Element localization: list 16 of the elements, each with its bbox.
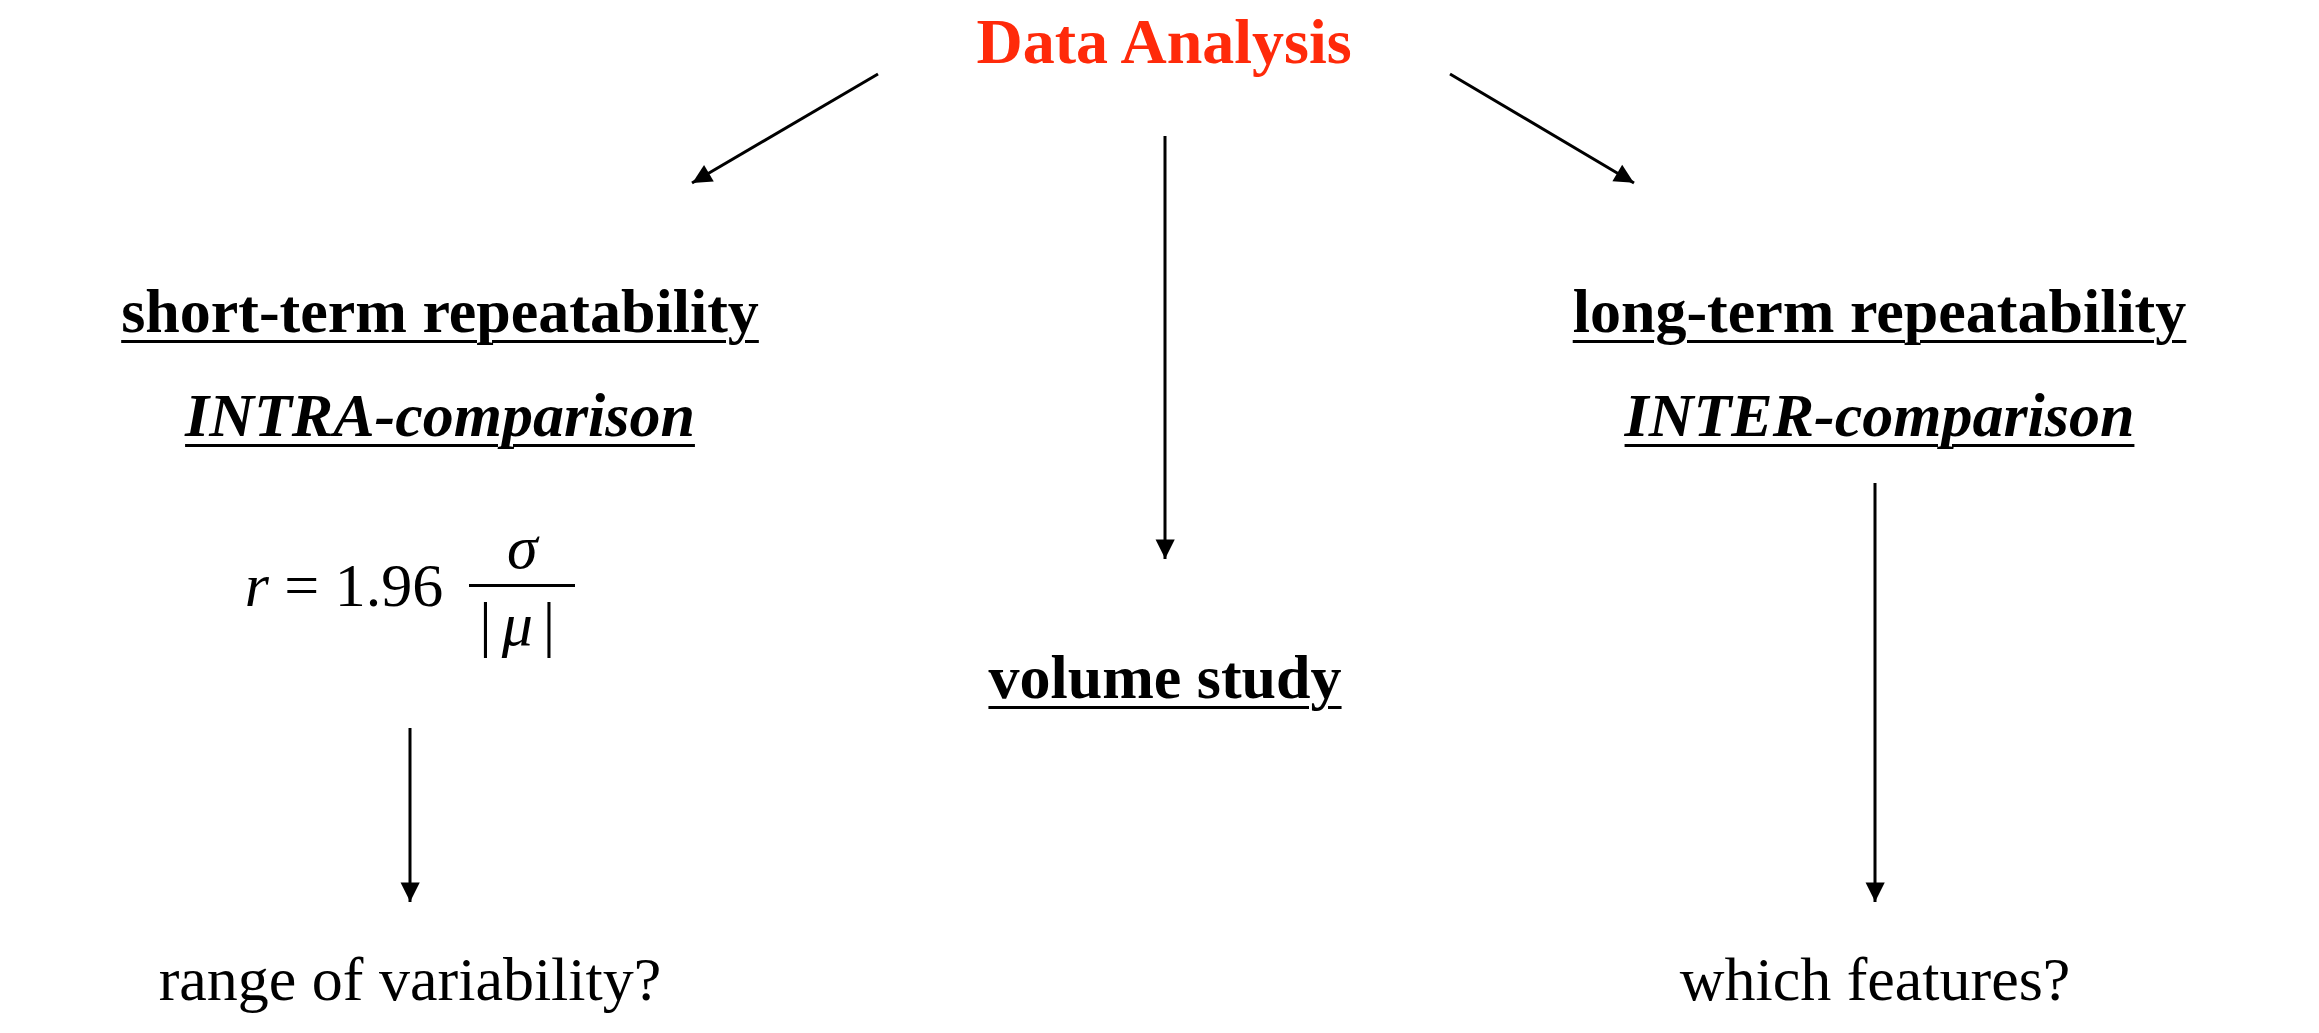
question-text: range of variability? xyxy=(158,944,662,1015)
arrow xyxy=(1155,136,1175,559)
subheading-text: INTER-comparison xyxy=(1624,379,2135,451)
question-text: which features? xyxy=(1679,944,2071,1015)
heading-text: short-term repeatability xyxy=(121,276,759,347)
subheading-text: INTRA-comparison xyxy=(185,379,695,451)
formula-text: r = 1.96 xyxy=(244,550,444,622)
arrow xyxy=(1865,483,1885,902)
heading-text: volume study xyxy=(988,642,1342,713)
numerator-text: σ xyxy=(506,512,541,583)
arrow xyxy=(691,72,879,185)
arrow xyxy=(1449,72,1635,185)
denominator-text: |μ| xyxy=(478,589,567,661)
heading-text: long-term repeatability xyxy=(1572,276,2187,347)
arrow xyxy=(400,728,420,902)
title-text: Data Analysis xyxy=(976,5,1352,79)
